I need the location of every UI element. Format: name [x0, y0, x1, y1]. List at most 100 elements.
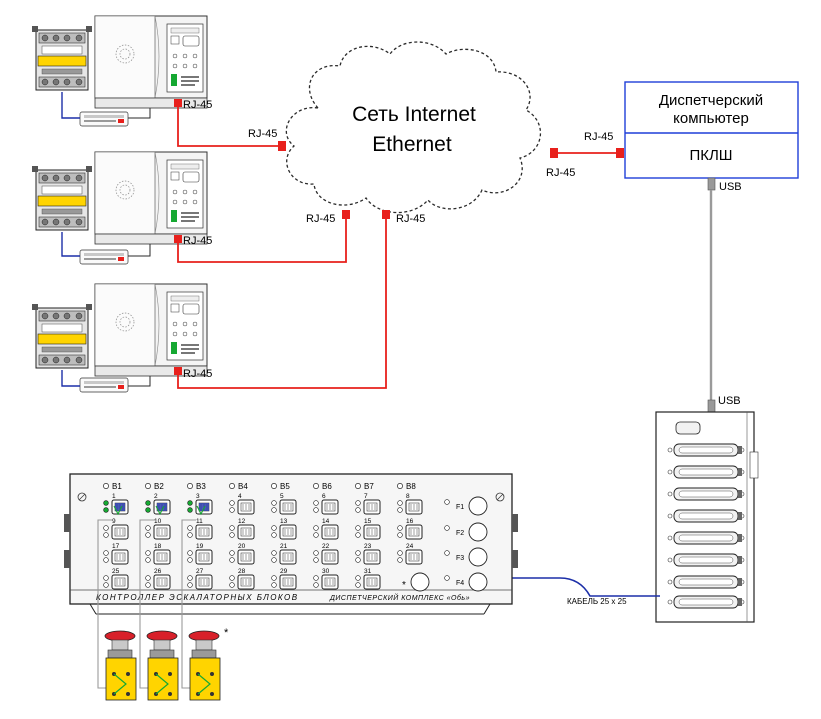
usb-link: USB USB: [707, 177, 742, 413]
rj45-label: RJ-45: [584, 131, 613, 143]
rj45-label: RJ-45: [183, 99, 212, 111]
socket-icon: [237, 549, 255, 565]
port-socket: 19: [187, 543, 213, 565]
port-led-icon: [313, 582, 319, 588]
socket-icon: [321, 524, 339, 540]
port-number: 21: [280, 543, 288, 550]
port-number: 22: [322, 543, 330, 550]
rj45-label: RJ-45: [546, 167, 575, 179]
port-number: 6: [322, 493, 326, 500]
function-label: F4: [456, 580, 464, 587]
port-socket: 8: [397, 493, 423, 515]
port-number: 3: [196, 493, 200, 500]
port-socket: 20: [229, 543, 255, 565]
port-led-icon: [229, 507, 235, 513]
socket-icon: [405, 549, 423, 565]
port-led-icon: [187, 525, 193, 531]
usb-label: USB: [719, 181, 742, 193]
port-led-icon: [103, 532, 109, 538]
port-number: 17: [112, 543, 120, 550]
usb-label: USB: [718, 395, 741, 407]
db25-connector-icon: [667, 509, 745, 523]
socket-icon: [279, 524, 297, 540]
port-number: 12: [238, 518, 246, 525]
rj45-label: RJ-45: [306, 213, 335, 225]
socket-icon: [237, 524, 255, 540]
port-led-icon: [271, 557, 277, 563]
port-socket: 23: [355, 543, 381, 565]
port-led-icon: [397, 500, 403, 506]
contactor-icon: [31, 25, 93, 91]
port-number: 9: [112, 518, 116, 525]
interface-module-icon: [79, 249, 129, 265]
emergency-stop-icon: [146, 630, 179, 701]
port-led-icon: [145, 557, 151, 563]
socket-icon: [195, 574, 213, 590]
usb-connector-icon: [707, 399, 716, 413]
port-socket: 26: [145, 568, 171, 590]
spare-asterisk: *: [402, 580, 406, 591]
computer-title-line2: компьютер: [673, 110, 749, 127]
cable-label: КАБЕЛЬ 25 х 25: [567, 597, 627, 606]
function-button-icon: [468, 572, 488, 592]
escalator-unit-3: [31, 283, 208, 393]
rj45-connectors: [174, 99, 624, 375]
block-indicator-icon: [187, 483, 193, 489]
port-number: 10: [154, 518, 162, 525]
port-led-icon: [103, 557, 109, 563]
port-led-icon: [271, 532, 277, 538]
port-number: 8: [406, 493, 410, 500]
port-number: 28: [238, 568, 246, 575]
socket-icon: [321, 499, 339, 515]
port-led-icon: [355, 507, 361, 513]
port-led-icon: [145, 525, 151, 531]
emergency-stop-icon: [188, 630, 221, 701]
block-label: B4: [238, 482, 248, 491]
spare-socket-icon: [410, 572, 430, 592]
port-number: 20: [238, 543, 246, 550]
db25-connector-icon: [667, 465, 745, 479]
rj45-connector-icon: [278, 141, 286, 151]
port-led-icon: [397, 525, 403, 531]
socket-icon: [279, 574, 297, 590]
port-led-icon: [187, 550, 193, 556]
rj45-connector-icon: [550, 148, 558, 158]
escalator-block-icon: [94, 283, 208, 377]
port-led-icon: [103, 507, 109, 513]
port-led-icon: [103, 582, 109, 588]
port-number: 16: [406, 518, 414, 525]
port-led-icon: [355, 575, 361, 581]
port-led-icon: [355, 532, 361, 538]
port-led-icon: [229, 532, 235, 538]
socket-icon: [279, 549, 297, 565]
port-led-icon: [271, 507, 277, 513]
db25-connector-icon: [667, 443, 745, 457]
socket-icon: [363, 549, 381, 565]
port-led-icon: [187, 582, 193, 588]
db25-connector-icon: [667, 531, 745, 545]
socket-icon: [111, 549, 129, 565]
block-label: B3: [196, 482, 206, 491]
block-label: B8: [406, 482, 416, 491]
cloud-subtitle: Ethernet: [372, 133, 452, 156]
function-button-icon: [468, 547, 488, 567]
port-socket: 21: [271, 543, 297, 565]
socket-icon: [237, 574, 255, 590]
port-led-icon: [355, 525, 361, 531]
db25-connector-icon: [667, 487, 745, 501]
port-number: 2: [154, 493, 158, 500]
port-led-icon: [229, 557, 235, 563]
usb-connector-icon: [707, 177, 716, 191]
contactor-icon: [31, 303, 93, 369]
port-socket: 18: [145, 543, 171, 565]
port-led-icon: [313, 525, 319, 531]
port-socket: 27: [187, 568, 213, 590]
port-led-icon: [313, 507, 319, 513]
emergency-stop-buttons: *: [104, 627, 229, 701]
port-socket: 6: [313, 493, 339, 515]
port-led-icon: [271, 582, 277, 588]
port-socket: 29: [271, 568, 297, 590]
port-number: 4: [238, 493, 242, 500]
port-led-icon: [103, 500, 109, 506]
